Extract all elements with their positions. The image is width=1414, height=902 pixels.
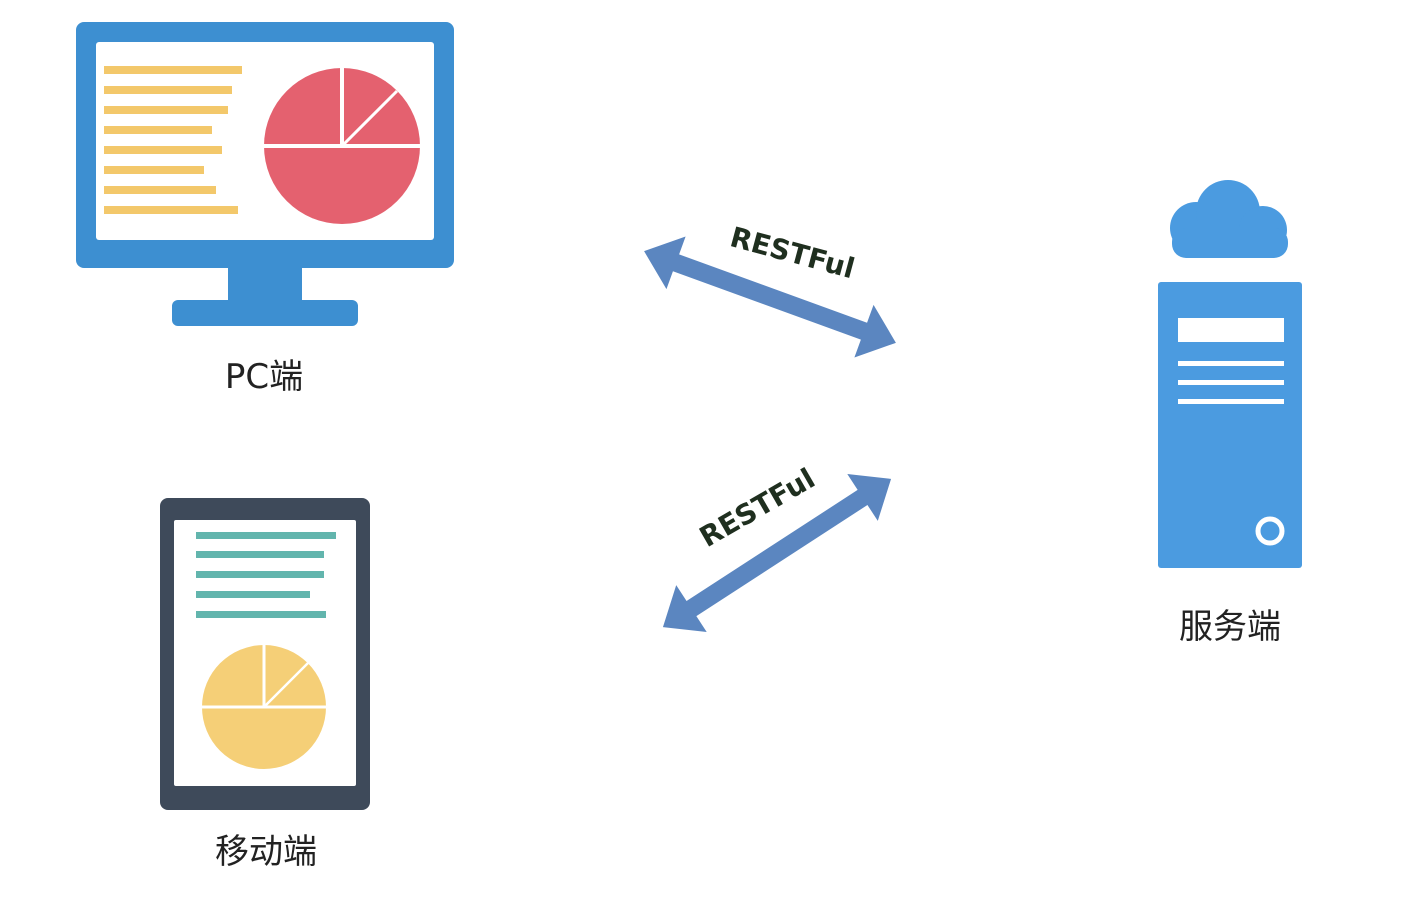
- server-drive-bay: [1178, 318, 1284, 342]
- power-button-icon: [1255, 516, 1285, 546]
- pie-divider: [263, 662, 309, 708]
- pc-monitor-icon: [76, 22, 454, 326]
- text-line: [104, 166, 204, 174]
- pc-pie-icon: [264, 68, 420, 224]
- text-line: [104, 106, 228, 114]
- text-line: [104, 86, 232, 94]
- text-line: [196, 551, 324, 558]
- server-slot: [1178, 399, 1284, 404]
- server-icon: [1158, 180, 1302, 568]
- server-tower: [1158, 282, 1302, 568]
- mobile-pie-icon: [202, 645, 326, 769]
- cloud-icon: [1170, 180, 1288, 258]
- edge-label-restful: RESTFul: [727, 220, 858, 285]
- mobile-label: 移动端: [215, 832, 317, 872]
- double-arrow-icon: [644, 236, 896, 358]
- mobile-text-lines: [196, 532, 336, 618]
- edge-mobile-server: RESTFul: [662, 462, 892, 633]
- pie-divider: [340, 89, 399, 148]
- mobile-tablet-icon: [160, 498, 370, 810]
- text-line: [196, 571, 324, 578]
- double-arrow-icon: [662, 473, 892, 633]
- pc-stand-neck: [228, 268, 302, 302]
- pc-stand-base: [172, 300, 358, 326]
- pc-text-lines: [104, 66, 242, 214]
- text-line: [104, 146, 222, 154]
- text-line: [196, 591, 310, 598]
- server-label: 服务端: [1179, 607, 1281, 647]
- text-line: [104, 206, 238, 214]
- pc-label: PC端: [225, 357, 303, 397]
- text-line: [104, 126, 212, 134]
- text-line: [196, 611, 326, 618]
- text-line: [104, 66, 242, 74]
- text-line: [196, 532, 336, 539]
- edge-pc-server: RESTFul: [644, 220, 896, 358]
- server-slot: [1178, 380, 1284, 385]
- server-slot: [1178, 361, 1284, 366]
- text-line: [104, 186, 216, 194]
